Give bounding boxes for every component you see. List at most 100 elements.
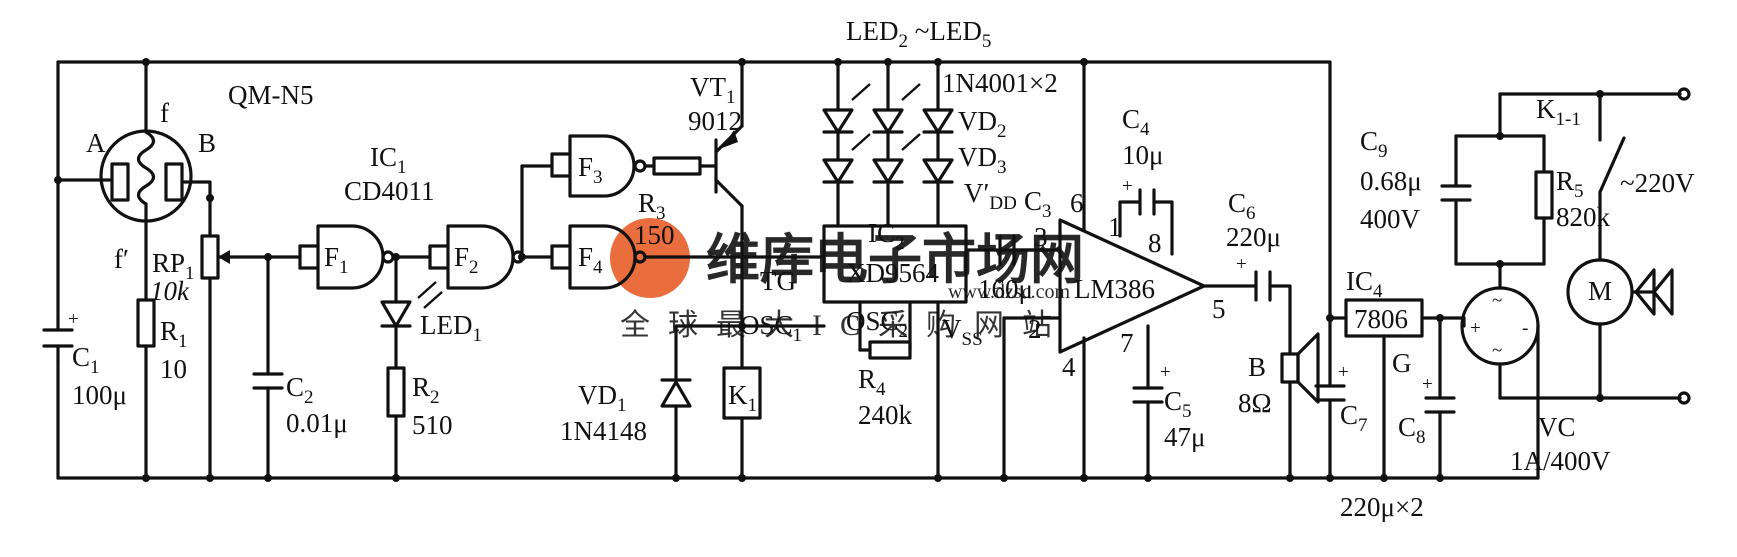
c5-capacitor: + — [1132, 324, 1171, 482]
lm386-pin8: 8 — [1148, 228, 1162, 258]
gate-f2-label: F2 — [454, 242, 479, 278]
c1-value: 100μ — [72, 380, 127, 410]
ic4-ground-pin: G — [1392, 348, 1412, 378]
ic2-part: XD9564 — [846, 258, 939, 288]
lm386-pin3: 3 — [1034, 222, 1048, 252]
k1-1-switch-label: K1-1 — [1536, 94, 1581, 130]
gate-f4 — [568, 224, 826, 290]
led-diode-array — [822, 58, 954, 228]
sensor-pin-f-prime: f′ — [114, 244, 129, 274]
watermark-url: www.dzsc.com — [948, 281, 1070, 303]
ic4-part: 7806 — [1354, 304, 1408, 334]
sensor-pin-f: f — [160, 98, 169, 128]
c6-label: C6 — [1228, 188, 1256, 224]
svg-text:-: - — [1522, 318, 1528, 339]
vt1-transistor — [714, 58, 746, 370]
vc-bridge-rectifier: + - ~ ~ — [1460, 262, 1602, 480]
r2-value: 510 — [412, 410, 453, 440]
led1-branch — [380, 253, 443, 482]
svg-text:+: + — [1122, 176, 1133, 197]
gate-split-wires — [518, 152, 572, 270]
vdd-label: V′DD — [964, 178, 1017, 214]
lm386-pin5: 5 — [1212, 294, 1226, 324]
r2-label: R2 — [412, 372, 440, 408]
c2-label: C2 — [286, 372, 314, 408]
ic3-lm386-amp — [1000, 58, 1258, 482]
lm386-pin7: 7 — [1120, 328, 1134, 358]
speaker-label: B — [1248, 352, 1266, 382]
ic2-vss: VSS — [942, 314, 983, 350]
vc-value: 1A/400V — [1510, 446, 1611, 476]
rp1-label: RP1 — [152, 248, 195, 284]
c5-label: C5 — [1164, 386, 1192, 422]
c1-capacitor: + — [42, 309, 79, 362]
c3-value: 160μ — [978, 274, 1033, 304]
svg-text:+: + — [1236, 254, 1247, 275]
ic2-tg: TG — [760, 266, 796, 296]
lm386-pin1: 1 — [1108, 212, 1122, 242]
c7-capacitor: + — [1314, 314, 1349, 482]
gate-f4-label: F4 — [578, 242, 603, 278]
vd1-diode — [660, 322, 826, 482]
lm386-part: LM386 — [1074, 274, 1155, 304]
sensor-model: QM-N5 — [228, 80, 314, 110]
gate-f1 — [298, 224, 432, 290]
vc-label: VC — [1538, 412, 1576, 442]
svg-text:+: + — [1422, 374, 1433, 395]
r5-value: 820k — [1556, 202, 1611, 232]
mains-voltage-label: ~220V — [1620, 168, 1695, 198]
c5-value: 47μ — [1164, 422, 1205, 452]
c2-value: 0.01μ — [286, 408, 348, 438]
ic1-part: CD4011 — [344, 176, 435, 206]
watermark: 维库电子市场网 www.dzsc.com 全球最大IC采购网站 — [610, 218, 1084, 342]
gate-f2 — [428, 224, 554, 290]
c7-c8-value: 220μ×2 — [1340, 492, 1424, 522]
ic2-label: IC2 — [868, 218, 905, 254]
vt1-label: VT1 — [690, 72, 736, 108]
c4-label: C4 — [1122, 104, 1150, 140]
rp1-potentiometer — [200, 230, 270, 482]
vd-pair-part: 1N4001×2 — [942, 68, 1058, 98]
r1-label: R1 — [160, 316, 188, 352]
led1-label: LED1 — [420, 310, 482, 346]
c3-label: C3 — [1024, 186, 1052, 222]
watermark-brand: 维库电子市场网 — [706, 230, 1084, 290]
svg-text:~: ~ — [1492, 290, 1502, 311]
r3-value: 150 — [634, 220, 675, 250]
r4-label: R4 — [858, 364, 886, 400]
c6-value: 220μ — [1226, 222, 1281, 252]
svg-text:+: + — [1160, 362, 1171, 383]
lm386-pin6: 6 — [1070, 188, 1084, 218]
lm386-pin2: 2 — [1028, 314, 1042, 344]
c9-r5-network — [1440, 92, 1554, 268]
ic2-chip — [822, 224, 1052, 482]
sensor-pin-b: B — [198, 128, 216, 158]
c4-value: 10μ — [1122, 140, 1163, 170]
top-rail — [56, 60, 1332, 320]
r1-resistor — [136, 298, 156, 482]
mains-wiring — [1498, 87, 1691, 405]
r3-resistor — [652, 156, 718, 176]
motor-label: M — [1588, 276, 1612, 306]
gate-f3-label: F3 — [578, 152, 603, 188]
vd3-label: VD3 — [958, 142, 1007, 178]
gas-sensor-qm-n5 — [54, 58, 214, 302]
sensor-pin-a: A — [86, 128, 106, 158]
gate-f1-label: F1 — [324, 242, 349, 278]
r4-value: 240k — [858, 400, 913, 430]
svg-text:+: + — [1338, 362, 1349, 383]
svg-text:+: + — [68, 309, 79, 330]
rp1-value: 10k — [150, 276, 190, 306]
c6-capacitor: + — [1236, 254, 1292, 356]
r1-value: 10 — [160, 354, 187, 384]
ic4-label: IC4 — [1346, 266, 1383, 302]
c8-label: C8 — [1398, 412, 1426, 448]
lm386-pin4: 4 — [1062, 352, 1076, 382]
ic2-osc1: OSC1 — [740, 310, 802, 346]
c4-capacitor: + — [1118, 176, 1174, 256]
k1-label: K1 — [728, 380, 757, 416]
c1-label: C1 — [72, 342, 100, 378]
c8-capacitor: + — [1422, 314, 1456, 482]
c7-label: C7 — [1340, 400, 1368, 436]
